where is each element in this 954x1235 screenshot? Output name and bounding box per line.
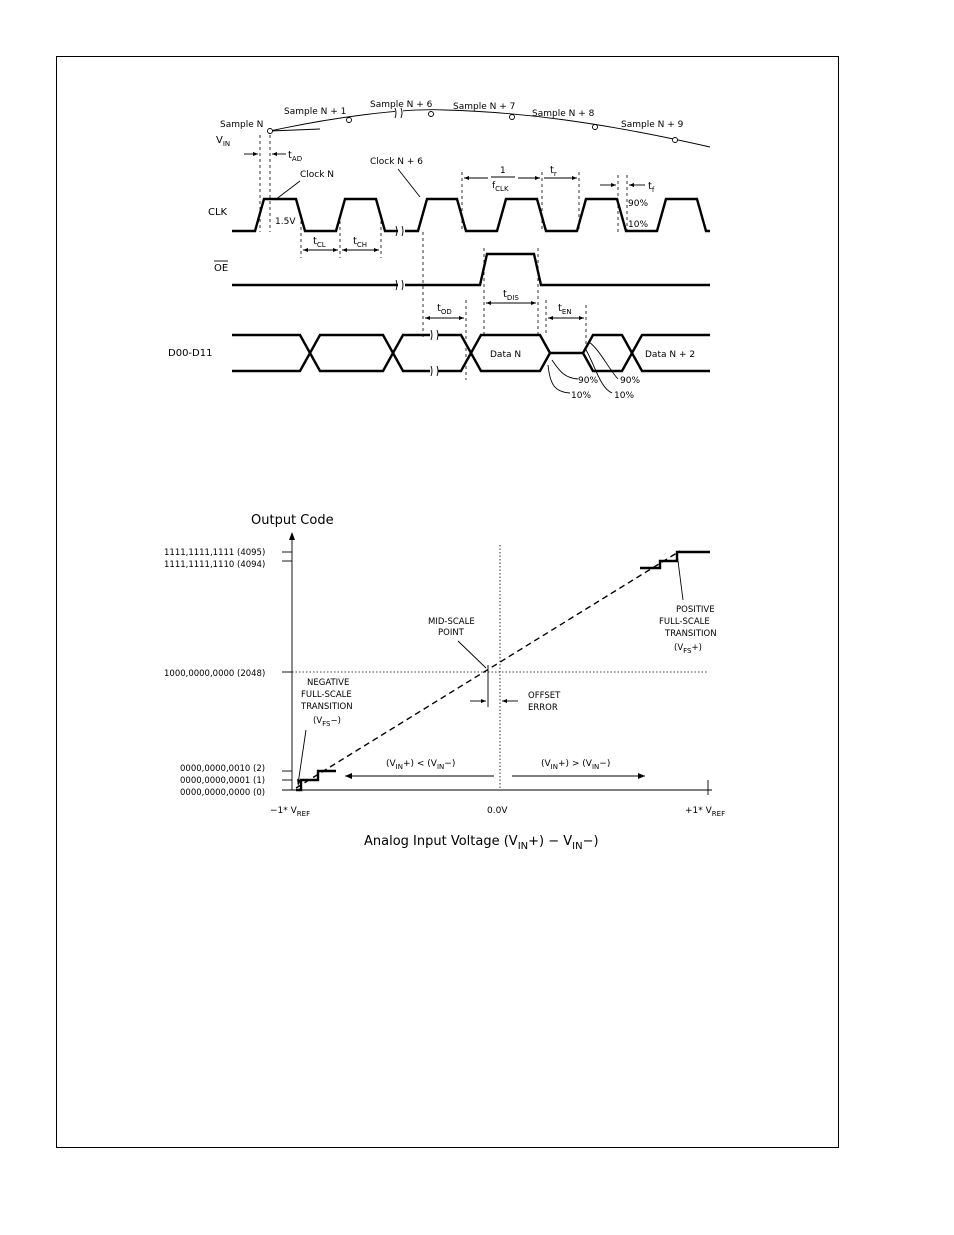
sample-point <box>428 111 434 117</box>
low-staircase <box>296 769 336 792</box>
sample-label: Sample N + 9 <box>621 120 684 130</box>
x-tick-neg: −1* VREF <box>270 806 310 818</box>
neg-range-label: (VIN+) < (VIN−) <box>386 759 455 771</box>
period-numerator: 1 <box>500 166 506 176</box>
pos-fs-label: POSITIVE <box>676 605 715 615</box>
vin-tangent <box>269 128 321 132</box>
neg-fs-label: NEGATIVE <box>307 678 349 688</box>
v15-label: 1.5V <box>275 217 296 227</box>
sample-point <box>592 124 598 130</box>
pos-fs-label: FULL-SCALE <box>659 617 710 627</box>
tdis-label: tDIS <box>503 289 519 302</box>
x-tick-zero: 0.0V <box>487 806 508 816</box>
pct-90: 90% <box>578 376 598 386</box>
sample-label: Sample N + 1 <box>284 107 346 117</box>
code-label: 1111,1111,1111 (4095) <box>164 548 265 558</box>
sample-label: Sample N + 7 <box>453 102 515 112</box>
data-bus-top <box>232 333 710 356</box>
offset-label: ERROR <box>528 703 558 713</box>
pos-fs-label: TRANSITION <box>664 629 717 639</box>
leader-line <box>397 168 421 198</box>
figure-border <box>56 56 839 1148</box>
neg-fs-label: FULL-SCALE <box>301 690 352 700</box>
pct-90: 90% <box>628 199 648 209</box>
pct-90: 90% <box>620 376 640 386</box>
vin-label: VIN <box>216 135 230 148</box>
pos-fs-label: (VFS+) <box>674 643 702 655</box>
tcl-label: tCL <box>313 236 326 249</box>
tr-label: tr <box>550 165 557 178</box>
data-n-label: Data N <box>490 350 521 360</box>
data-bus-bottom <box>232 350 710 373</box>
pos-range-label: (VIN+) > (VIN−) <box>541 759 610 771</box>
sample-label: Sample N + 8 <box>532 109 595 119</box>
code-label: 1111,1111,1110 (4094) <box>164 560 265 570</box>
sample-point <box>509 114 515 120</box>
pct-10: 10% <box>571 391 591 401</box>
sample-point <box>346 117 352 123</box>
clock-n-label: Clock N <box>300 170 334 180</box>
oe-waveform <box>232 252 710 287</box>
neg-fs-label: TRANSITION <box>300 702 353 712</box>
clk-waveform <box>232 197 710 233</box>
data-n2-label: Data N + 2 <box>645 350 695 360</box>
sample-point <box>267 128 273 134</box>
neg-fs-label: (VFS−) <box>313 716 341 728</box>
tad-label: tAD <box>288 150 302 163</box>
clock-n6-label: Clock N + 6 <box>370 157 423 167</box>
tf-label: tf <box>648 181 655 194</box>
y-axis-title: Output Code <box>251 513 334 528</box>
tod-label: tOD <box>437 303 452 316</box>
pct-10: 10% <box>628 220 648 230</box>
sample-label: Sample N <box>220 120 263 130</box>
x-tick-pos: +1* VREF <box>685 806 725 818</box>
clk-label: CLK <box>208 207 228 218</box>
data-bus-label: D00-D11 <box>168 348 212 359</box>
sample-point <box>672 137 678 143</box>
high-staircase <box>640 550 710 570</box>
vin-curve <box>269 109 711 148</box>
ten-label: tEN <box>558 303 572 316</box>
midscale-label: MID-SCALE <box>428 617 475 627</box>
sample-label: Sample N + 6 <box>370 100 433 110</box>
oe-label: OE <box>214 263 228 274</box>
code-label: 0000,0000,0000 (0) <box>180 788 265 798</box>
tch-label: tCH <box>353 236 367 249</box>
pct-10: 10% <box>614 391 634 401</box>
offset-label: OFFSET <box>528 691 561 701</box>
code-label: 0000,0000,0010 (2) <box>180 764 265 774</box>
code-label: 1000,0000,0000 (2048) <box>164 669 265 679</box>
period-denominator: fCLK <box>492 181 509 193</box>
x-axis-title: Analog Input Voltage (VIN+) − VIN−) <box>364 834 599 852</box>
leader-line <box>274 180 301 201</box>
midscale-label: POINT <box>438 628 465 638</box>
code-label: 0000,0000,0001 (1) <box>180 776 265 786</box>
